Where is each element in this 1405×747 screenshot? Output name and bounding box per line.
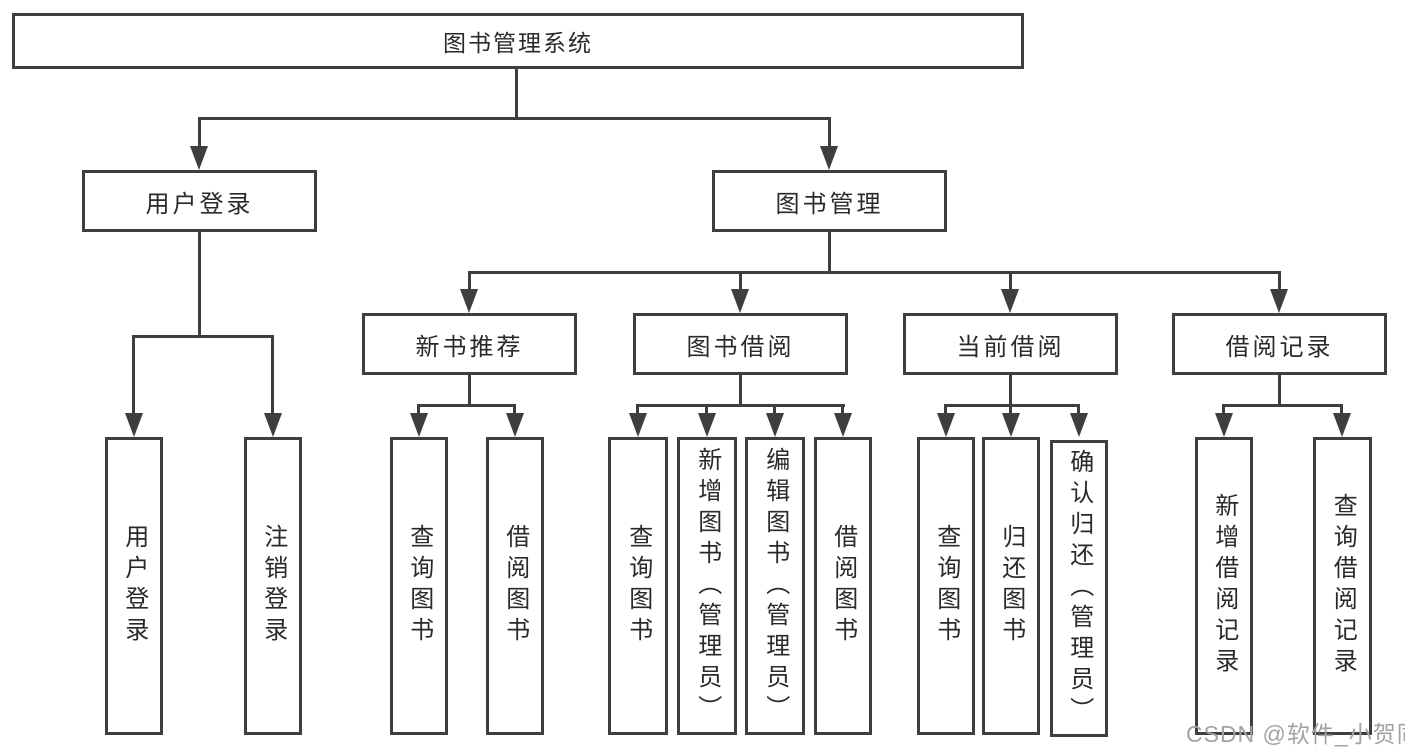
connector-line (828, 117, 831, 146)
arrow-down-icon (1215, 413, 1233, 437)
connector-line (1077, 404, 1080, 413)
connector-line (1340, 404, 1343, 413)
node-label: 借阅记录 (1225, 333, 1334, 361)
connector-line (944, 404, 947, 413)
arrow-down-icon (1070, 413, 1088, 437)
connector-line (739, 375, 742, 406)
arrow-down-icon (1333, 413, 1351, 437)
arrow-down-icon (820, 146, 838, 170)
connector-line (773, 404, 776, 413)
node-label: 新书推荐 (415, 333, 524, 361)
leaf-confirm-return-admin: 确认归还（管理员） (1050, 440, 1108, 737)
arrow-down-icon (1001, 289, 1019, 313)
connector-line (636, 404, 845, 407)
leaf-label: 新增借阅记录 (1210, 493, 1238, 679)
leaf-label: 注销登录 (259, 524, 287, 648)
leaf-return-books: 归还图书 (982, 437, 1040, 735)
connector-line (132, 335, 274, 338)
node-label: 图书管理系统 (443, 30, 593, 56)
connector-line (198, 117, 831, 120)
connector-line (705, 404, 708, 413)
leaf-add-book-admin: 新增图书（管理员） (677, 437, 737, 735)
node-current-borrow: 当前借阅 (903, 313, 1118, 375)
connector-line (132, 335, 135, 413)
connector-line (1009, 271, 1012, 289)
leaf-label: 新增图书（管理员） (693, 446, 721, 726)
leaf-user-login: 用户登录 (105, 437, 163, 735)
leaf-label: 借阅图书 (501, 524, 529, 648)
leaf-logout: 注销登录 (244, 437, 302, 735)
arrow-down-icon (506, 413, 524, 437)
node-book-management: 图书管理 (712, 170, 947, 232)
arrow-down-icon (834, 413, 852, 437)
connector-line (1278, 271, 1281, 289)
arrow-down-icon (937, 413, 955, 437)
node-label: 图书管理 (775, 190, 884, 218)
leaf-label: 归还图书 (997, 524, 1025, 648)
connector-line (198, 232, 201, 337)
connector-line (468, 271, 1281, 274)
connector-line (1222, 404, 1225, 413)
arrow-down-icon (460, 289, 478, 313)
arrow-down-icon (190, 146, 208, 170)
leaf-label: 编辑图书（管理员） (761, 446, 789, 726)
connector-line (636, 404, 639, 413)
leaf-borrow-books: 借阅图书 (814, 437, 872, 735)
node-label: 用户登录 (145, 190, 254, 218)
connector-line (841, 404, 844, 413)
connector-line (468, 375, 471, 406)
connector-line (944, 404, 1080, 407)
arrow-down-icon (1270, 289, 1288, 313)
arrow-down-icon (410, 413, 428, 437)
leaf-query-borrow-record: 查询借阅记录 (1313, 437, 1372, 735)
leaf-label: 查询图书 (405, 524, 433, 648)
connector-line (1278, 375, 1281, 406)
arrow-down-icon (731, 289, 749, 313)
connector-line (417, 404, 420, 413)
leaf-label: 查询图书 (624, 524, 652, 648)
csdn-watermark: CSDN @软件_小贺同学 (1186, 721, 1405, 747)
leaf-label: 用户登录 (120, 524, 148, 648)
leaf-label: 借阅图书 (829, 524, 857, 648)
connector-line (515, 69, 518, 118)
connector-line (468, 271, 471, 289)
node-book-borrow: 图书借阅 (633, 313, 848, 375)
leaf-add-borrow-record: 新增借阅记录 (1195, 437, 1253, 735)
leaf-query-books-current: 查询图书 (917, 437, 975, 735)
node-borrow-records: 借阅记录 (1172, 313, 1387, 375)
leaf-label: 确认归还（管理员） (1065, 449, 1093, 728)
arrow-down-icon (125, 413, 143, 437)
connector-line (739, 271, 742, 289)
connector-line (417, 404, 516, 407)
connector-line (198, 117, 201, 146)
node-label: 当前借阅 (956, 333, 1065, 361)
connector-line (1009, 404, 1012, 413)
node-new-book-recommend: 新书推荐 (362, 313, 577, 375)
arrow-down-icon (698, 413, 716, 437)
leaf-label: 查询借阅记录 (1329, 493, 1357, 679)
connector-line (828, 232, 831, 273)
connector-line (513, 404, 516, 413)
connector-line (1009, 375, 1012, 406)
arrow-down-icon (264, 413, 282, 437)
connector-line (271, 335, 274, 413)
leaf-label: 查询图书 (932, 524, 960, 648)
connector-line (1222, 404, 1343, 407)
arrow-down-icon (766, 413, 784, 437)
arrow-down-icon (1002, 413, 1020, 437)
node-label: 图书借阅 (686, 333, 795, 361)
leaf-query-books-rec: 查询图书 (390, 437, 448, 735)
leaf-edit-book-admin: 编辑图书（管理员） (745, 437, 805, 735)
leaf-borrow-books-rec: 借阅图书 (486, 437, 544, 735)
node-library-system: 图书管理系统 (12, 13, 1024, 69)
arrow-down-icon (629, 413, 647, 437)
leaf-query-books-borrow: 查询图书 (608, 437, 668, 735)
node-user-login: 用户登录 (82, 170, 317, 232)
